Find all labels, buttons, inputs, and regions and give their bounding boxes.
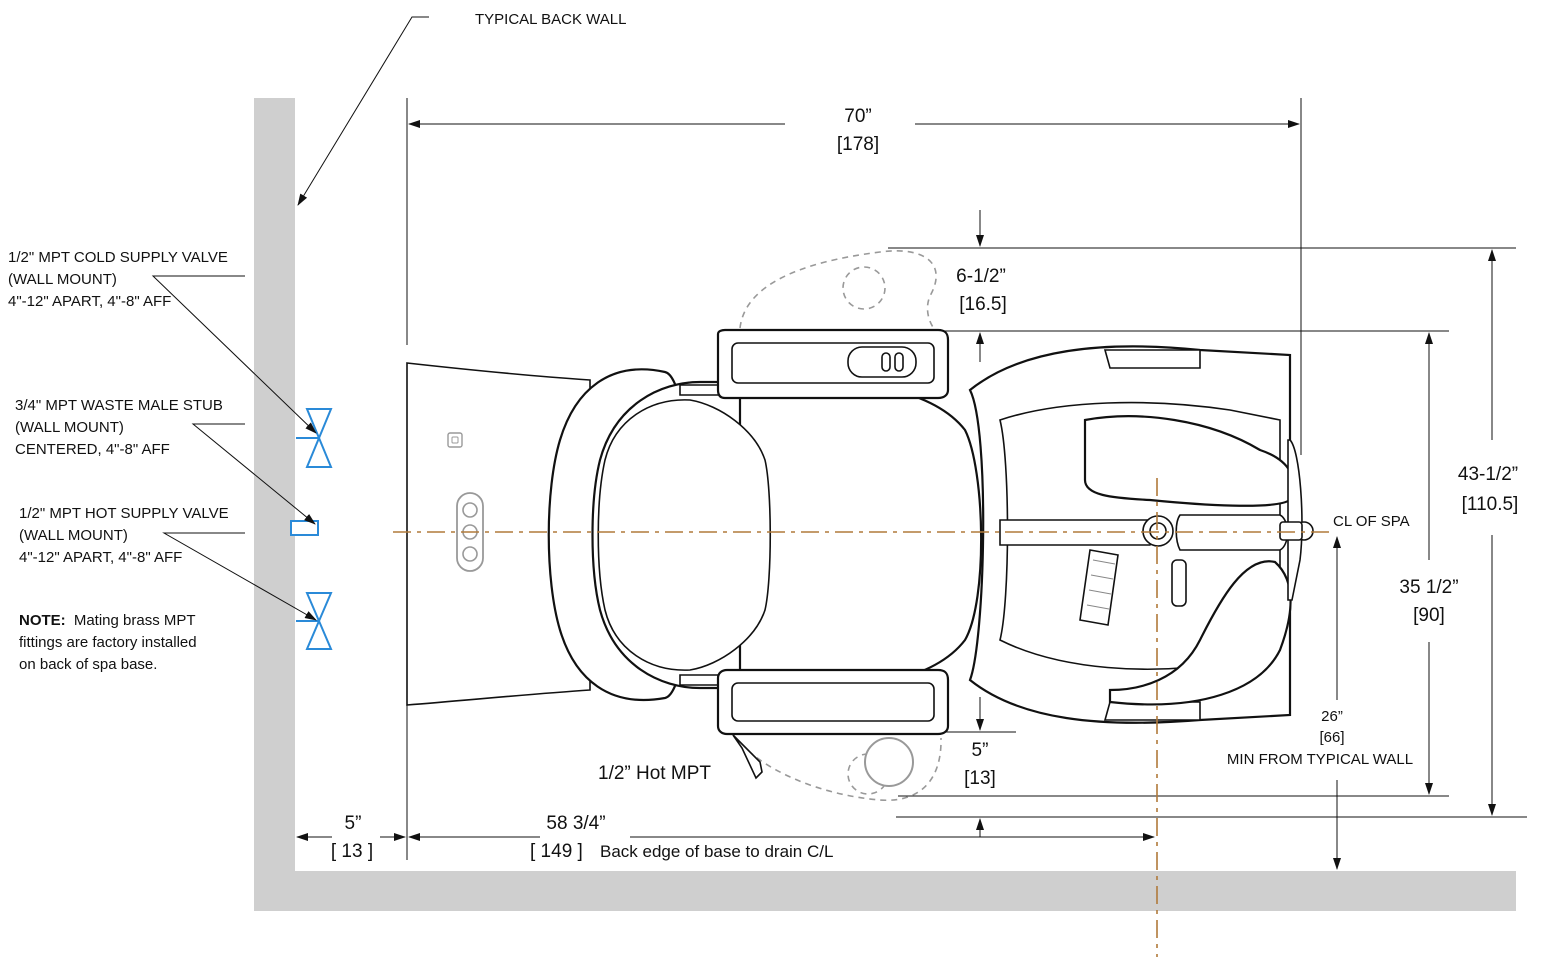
dim-wall-gap-in: 5”: [345, 813, 362, 834]
centerlines: [393, 478, 1330, 957]
note-line-1: NOTE: Mating brass MPT: [19, 612, 196, 629]
note-bold: NOTE:: [19, 612, 66, 629]
dim-top-offset-cm: [16.5]: [959, 294, 1007, 315]
dim-min-wall-in: 26”: [1321, 708, 1343, 725]
dim-min-wall-note: MIN FROM TYPICAL WALL: [1227, 751, 1413, 768]
dim-bottom-offset-in: 5”: [972, 740, 989, 761]
waste-stub-label-1: 3/4" MPT WASTE MALE STUB: [15, 397, 223, 414]
dim-drain-note: Back edge of base to drain C/L: [600, 842, 833, 861]
dim-overall-depth-in: 43-1/2”: [1458, 464, 1518, 485]
cold-valve-label-2: (WALL MOUNT): [8, 271, 117, 288]
dim-overall-width-cm: [178]: [837, 134, 879, 155]
dim-overall-depth-cm: [110.5]: [1462, 494, 1519, 515]
hot-mpt-label: 1/2” Hot MPT: [598, 763, 711, 784]
dim-wall-gap-cm: [ 13 ]: [331, 841, 373, 862]
cold-supply-valve-icon: [296, 408, 333, 468]
hot-supply-valve-icon: [296, 592, 333, 650]
spa-chair-plan: [406, 328, 1314, 780]
extension-lines: [406, 98, 1527, 860]
note-line-2: fittings are factory installed: [19, 634, 197, 651]
cold-valve-label-3: 4"-12" APART, 4"-8" AFF: [8, 293, 171, 310]
dim-drain-in: 58 3/4”: [546, 813, 605, 834]
dim-drain-cm: [ 149 ]: [530, 841, 583, 862]
ghost-footrest-outline: [732, 250, 942, 801]
waste-stub-label-2: (WALL MOUNT): [15, 419, 124, 436]
hot-valve-label-3: 4"-12" APART, 4"-8" AFF: [19, 549, 182, 566]
cold-valve-label-1: 1/2" MPT COLD SUPPLY VALVE: [8, 249, 228, 266]
dim-min-wall-cm: [66]: [1319, 729, 1344, 746]
dim-base-depth-in: 35 1/2”: [1399, 577, 1458, 598]
labels: TYPICAL BACK WALL 1/2" MPT COLD SUPPLY V…: [8, 11, 1518, 862]
dim-overall-width-in: 70”: [844, 106, 871, 127]
label-leaders: [151, 16, 429, 621]
dim-bottom-offset-cm: [13]: [964, 768, 996, 789]
back-wall: [254, 98, 1516, 911]
note-text-1: Mating brass MPT: [74, 612, 196, 629]
hot-valve-label-2: (WALL MOUNT): [19, 527, 128, 544]
dimension-lines: [296, 120, 1496, 870]
waste-stub-label-3: CENTERED, 4"-8" AFF: [15, 441, 170, 458]
cl-of-spa-label: CL OF SPA: [1333, 513, 1410, 530]
note-line-3: on back of spa base.: [19, 656, 157, 673]
dim-top-offset-in: 6-1/2”: [956, 266, 1006, 287]
back-wall-label: TYPICAL BACK WALL: [475, 11, 626, 28]
dim-base-depth-cm: [90]: [1413, 605, 1445, 626]
hot-valve-label-1: 1/2" MPT HOT SUPPLY VALVE: [19, 505, 229, 522]
